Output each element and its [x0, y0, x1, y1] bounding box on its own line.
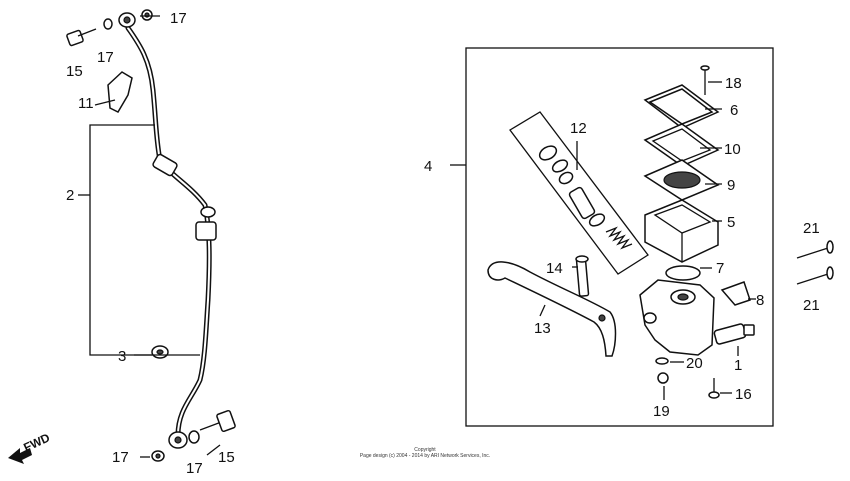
brake-light-switch — [713, 323, 755, 345]
diaphragm-plate — [643, 123, 720, 167]
piston-spring-seat — [551, 159, 574, 185]
nut-19 — [657, 372, 669, 384]
hose-grommet-lower — [195, 221, 217, 241]
reservoir-body — [644, 199, 719, 263]
brake-lever — [487, 261, 617, 357]
piston — [568, 186, 606, 227]
clamp-holder — [720, 281, 751, 306]
hose-grommet-upper — [152, 153, 178, 177]
label-21-upper: 21 — [803, 220, 820, 237]
hose-clip — [151, 345, 169, 359]
fwd-arrow: FWD — [8, 430, 52, 464]
return-spring — [605, 226, 633, 250]
label-9: 9 — [727, 177, 735, 194]
sealing-washer-top-2 — [141, 9, 153, 21]
label-7: 7 — [716, 260, 724, 277]
copyright-notice: Page design (c) 2004 - 2014 by ARI Netwo… — [360, 453, 490, 459]
label-17-bottom-right: 17 — [186, 460, 203, 477]
label-19: 19 — [653, 403, 670, 420]
o-ring — [665, 265, 701, 281]
label-11: 11 — [78, 95, 94, 112]
label-2: 2 — [66, 187, 74, 204]
label-1: 1 — [734, 357, 742, 374]
sealing-washer-top-1 — [103, 18, 113, 30]
label-15-bottom: 15 — [218, 449, 235, 466]
fwd-label: FWD — [21, 430, 52, 454]
dust-boot — [107, 71, 133, 113]
banjo-bolt-upper — [66, 28, 97, 47]
assembly-frame — [450, 47, 774, 427]
label-4: 4 — [424, 158, 432, 175]
label-10: 10 — [724, 141, 741, 158]
piston-kit-group — [509, 111, 649, 275]
brake-hose-assembly — [118, 12, 217, 449]
label-3: 3 — [118, 348, 126, 365]
screw-16 — [708, 378, 720, 399]
label-21-lower: 21 — [803, 297, 820, 314]
sealing-washer-bottom-2 — [188, 430, 200, 444]
label-20: 20 — [686, 355, 703, 372]
holder-bolt-lower — [796, 266, 834, 285]
copyright-title: Copyright — [414, 447, 436, 453]
reservoir-cap-screw — [700, 65, 710, 95]
label-16: 16 — [735, 386, 752, 403]
lever-pivot-bolt — [575, 255, 590, 297]
bracket-part-2 — [78, 99, 200, 356]
upper-banjo-fitting — [118, 12, 136, 28]
label-17-bottom-left: 17 — [112, 449, 129, 466]
lower-banjo-fitting — [168, 431, 188, 449]
label-18: 18 — [725, 75, 742, 92]
diaphragm — [643, 159, 720, 201]
piston-cup — [538, 145, 558, 161]
label-14: 14 — [546, 260, 563, 277]
sealing-washer-bottom-1 — [151, 450, 165, 462]
hose-guide — [200, 206, 216, 218]
washer-20 — [655, 357, 669, 365]
label-6: 6 — [730, 102, 738, 119]
label-12: 12 — [570, 120, 587, 137]
banjo-bolt-lower — [199, 409, 236, 433]
label-8: 8 — [756, 292, 764, 309]
master-cylinder-body — [639, 279, 715, 356]
holder-bolt-upper — [796, 240, 834, 259]
label-15-top: 15 — [66, 63, 83, 80]
label-17-top-left: 17 — [97, 49, 114, 66]
reservoir-cap — [643, 84, 720, 129]
label-17-top-right: 17 — [170, 10, 187, 27]
label-13: 13 — [534, 320, 551, 337]
label-5: 5 — [727, 214, 735, 231]
